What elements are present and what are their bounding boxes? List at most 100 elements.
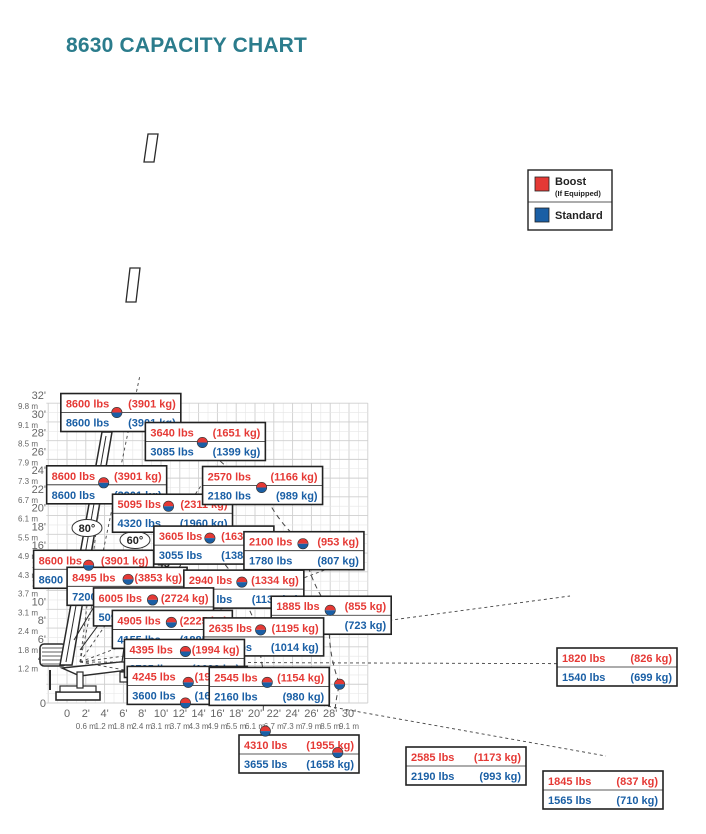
load-point-boost [111, 407, 123, 413]
load-point-outline [324, 604, 336, 616]
y-tick-metric: 9.8 m [18, 402, 38, 411]
boost-kg: (3901 kg) [114, 471, 162, 483]
load-point-standard [334, 684, 345, 690]
load-point [236, 576, 248, 588]
load-point-standard [260, 731, 271, 737]
x-tick-label: 20' [248, 708, 262, 720]
boost-lbs: 4310 lbs [244, 740, 287, 752]
boost-kg: (2724 kg) [161, 593, 209, 605]
load-point [83, 559, 95, 571]
load-point-boost [98, 477, 109, 483]
x-tick-metric: 9.1 m [339, 722, 359, 731]
standard-lbs: 3085 lbs [150, 447, 193, 459]
load-point-boost [236, 576, 248, 583]
load-point-standard [180, 651, 191, 657]
boost-kg: (3853 kg) [134, 572, 182, 584]
standard-kg: (980 kg) [283, 691, 325, 703]
boost-kg: (3901 kg) [101, 555, 149, 567]
x-tick-label: 22' [267, 708, 281, 720]
load-point-boost [204, 532, 216, 539]
standard-kg: (807 kg) [317, 556, 359, 568]
boost-kg: (1173 kg) [474, 752, 521, 764]
capacity-label: 1845 lbs(837 kg)1565 lbs(710 kg) [542, 770, 664, 810]
load-point-outline [179, 697, 191, 709]
load-point-outline [332, 747, 344, 759]
standard-lbs: 1540 lbs [562, 672, 605, 684]
boost-lbs: 3640 lbs [150, 428, 193, 440]
chart-legend: Boost(If Equipped)Standard [527, 169, 613, 231]
load-point-outline [147, 594, 159, 606]
load-point-standard [236, 582, 248, 588]
boost-kg: (3901 kg) [128, 399, 176, 411]
boost-lbs: 3605 lbs [159, 531, 202, 543]
standard-lbs: 3655 lbs [244, 759, 287, 771]
load-point-boost [255, 624, 266, 630]
boost-lbs: 2570 lbs [208, 471, 251, 483]
load-point-outline [111, 407, 123, 419]
y-tick-label: 30' [32, 409, 46, 421]
load-point [261, 676, 273, 688]
load-point-outline [122, 573, 134, 585]
standard-lbs: 3055 lbs [159, 550, 202, 562]
x-tick-label: 16' [210, 708, 224, 720]
capacity-label: 2570 lbs(1166 kg)2180 lbs(989 kg) [201, 465, 324, 506]
load-point [182, 676, 194, 688]
load-point [324, 604, 336, 616]
boost-lbs: 1820 lbs [562, 653, 605, 665]
load-point-boost [256, 482, 267, 488]
boost-lbs: 6005 lbs [99, 593, 142, 605]
standard-kg: (993 kg) [479, 771, 521, 783]
crane-pad [55, 691, 101, 701]
standard-kg: (1014 kg) [271, 642, 319, 654]
angle-label: 60° [127, 535, 144, 547]
boost-kg: (1651 kg) [213, 428, 261, 440]
chart-title: 8630 CAPACITY CHART [66, 34, 308, 57]
x-tick-label: 14' [191, 708, 205, 720]
boost-lbs: 2635 lbs [209, 623, 252, 635]
standard-kg: (1399 kg) [213, 447, 261, 459]
load-point-boost [325, 605, 336, 611]
load-point-outline [236, 576, 248, 588]
y-tick-metric: 3.7 m [18, 590, 38, 599]
x-tick-metric: 6.1 m [245, 722, 265, 731]
standard-kg: (699 kg) [630, 672, 672, 684]
load-point-standard [180, 703, 191, 709]
legend-swatch-standard [534, 207, 550, 223]
load-points [83, 407, 346, 759]
x-tick-metric: 3.1 m [151, 722, 171, 731]
load-point-outline [179, 645, 191, 657]
y-tick-label: 24' [32, 465, 46, 477]
x-tick-metric: 6.7 m [264, 722, 284, 731]
angle-ray [79, 374, 141, 663]
x-tick-label: 12' [173, 708, 187, 720]
capacity-label: 4310 lbs(1955 kg)3655 lbs(1658 kg) [238, 734, 360, 774]
legend-label-standard: Standard [555, 210, 603, 222]
load-point-boost [197, 437, 208, 443]
capacity-label: 2585 lbs(1173 kg)2190 lbs(993 kg) [405, 746, 527, 786]
boost-lbs: 2940 lbs [189, 575, 232, 587]
boost-kg: (1195 kg) [272, 623, 319, 635]
y-tick-label: 6' [38, 634, 46, 646]
boost-lbs: 1885 lbs [276, 601, 319, 613]
load-point-outline [334, 678, 346, 690]
x-tick-label: 24' [285, 708, 299, 720]
standard-lbs: 2180 lbs [208, 490, 251, 502]
load-point-outline [204, 532, 216, 544]
load-point-boost [122, 574, 134, 580]
load-point-outline [98, 477, 110, 489]
boost-lbs: 2545 lbs [214, 672, 257, 684]
load-point [179, 697, 191, 709]
load-point-outline [165, 616, 177, 628]
load-point-standard [297, 543, 309, 549]
load-point [111, 407, 123, 419]
x-tick-metric: 7.3 m [283, 722, 303, 731]
standard-lbs: 4320 lbs [118, 518, 161, 530]
y-tick-metric: 8.5 m [18, 440, 38, 449]
load-point-outline [83, 559, 95, 571]
load-point [255, 624, 267, 636]
angle-ray [79, 661, 607, 757]
standard-kg: (1658 kg) [306, 759, 354, 771]
x-tick-metric: 1.2 m [95, 722, 115, 731]
boost-lbs: 2585 lbs [411, 752, 454, 764]
